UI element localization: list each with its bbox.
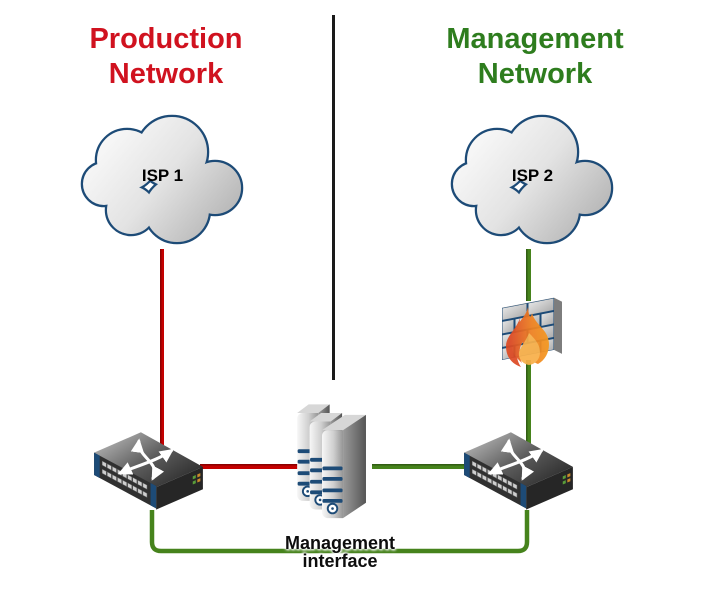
production-switch-icon: [94, 432, 203, 510]
crossed-arrows-icon: [487, 438, 544, 481]
management-interface-label: Management interface: [284, 533, 396, 571]
divider-line: [332, 15, 335, 380]
management-interface-line: [149, 510, 530, 554]
management-switch-icon: [464, 432, 573, 510]
isp2-cloud-icon: [450, 114, 614, 245]
firewall-icon: [501, 297, 563, 367]
server-stack-icon: [297, 404, 366, 519]
flame-icon: [506, 307, 549, 367]
management-network-title: Management Network: [446, 23, 624, 90]
isp2-label: ISP 2: [511, 166, 554, 185]
production-switch-to-server-line: [200, 464, 300, 469]
server-to-management-switch-line: [372, 464, 470, 469]
isp1-to-production-switch-line: [159, 249, 164, 445]
crossed-arrows-icon: [117, 438, 174, 481]
isp1-label: ISP 1: [141, 166, 184, 185]
server-tower: [297, 404, 366, 519]
production-network-title: Production Network: [89, 23, 243, 90]
isp1-cloud-icon: [80, 114, 244, 245]
isp2-to-firewall-line: [526, 249, 531, 301]
firewall-to-management-switch-line: [526, 360, 531, 445]
